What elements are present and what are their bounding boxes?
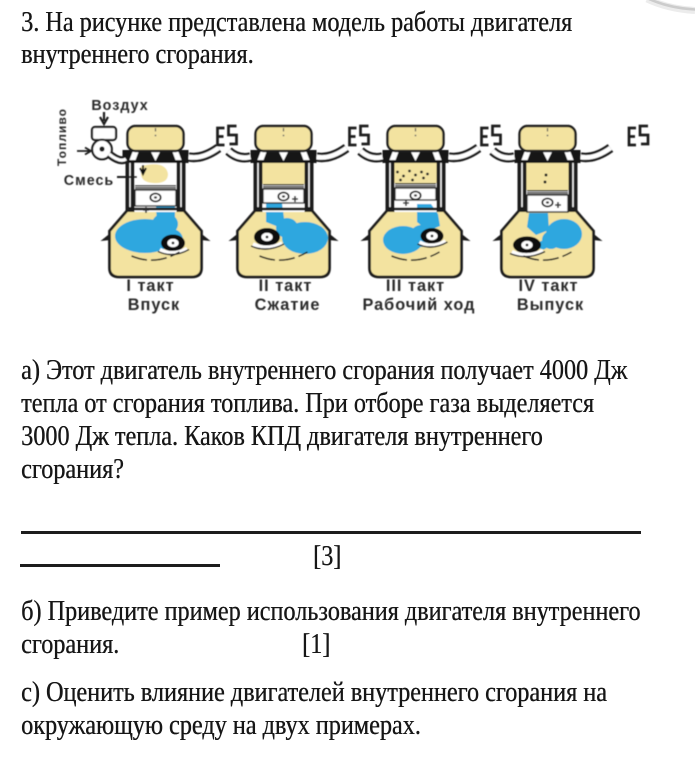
svg-text:Топливо: Топливо (55, 108, 69, 166)
svg-text:II такт: II такт (259, 277, 313, 295)
svg-text:Впуск: Впуск (128, 296, 180, 314)
svg-text:Рабочий ход: Рабочий ход (362, 296, 475, 314)
svg-text:Сжатие: Сжатие (255, 296, 321, 314)
svg-text:IV такт: IV такт (518, 277, 578, 295)
svg-text:I такт: I такт (126, 277, 174, 295)
svg-text:Смесь: Смесь (64, 173, 114, 189)
svg-text:Воздух: Воздух (91, 98, 148, 114)
svg-text:III такт: III такт (386, 277, 445, 295)
svg-text:Выпуск: Выпуск (517, 296, 584, 314)
